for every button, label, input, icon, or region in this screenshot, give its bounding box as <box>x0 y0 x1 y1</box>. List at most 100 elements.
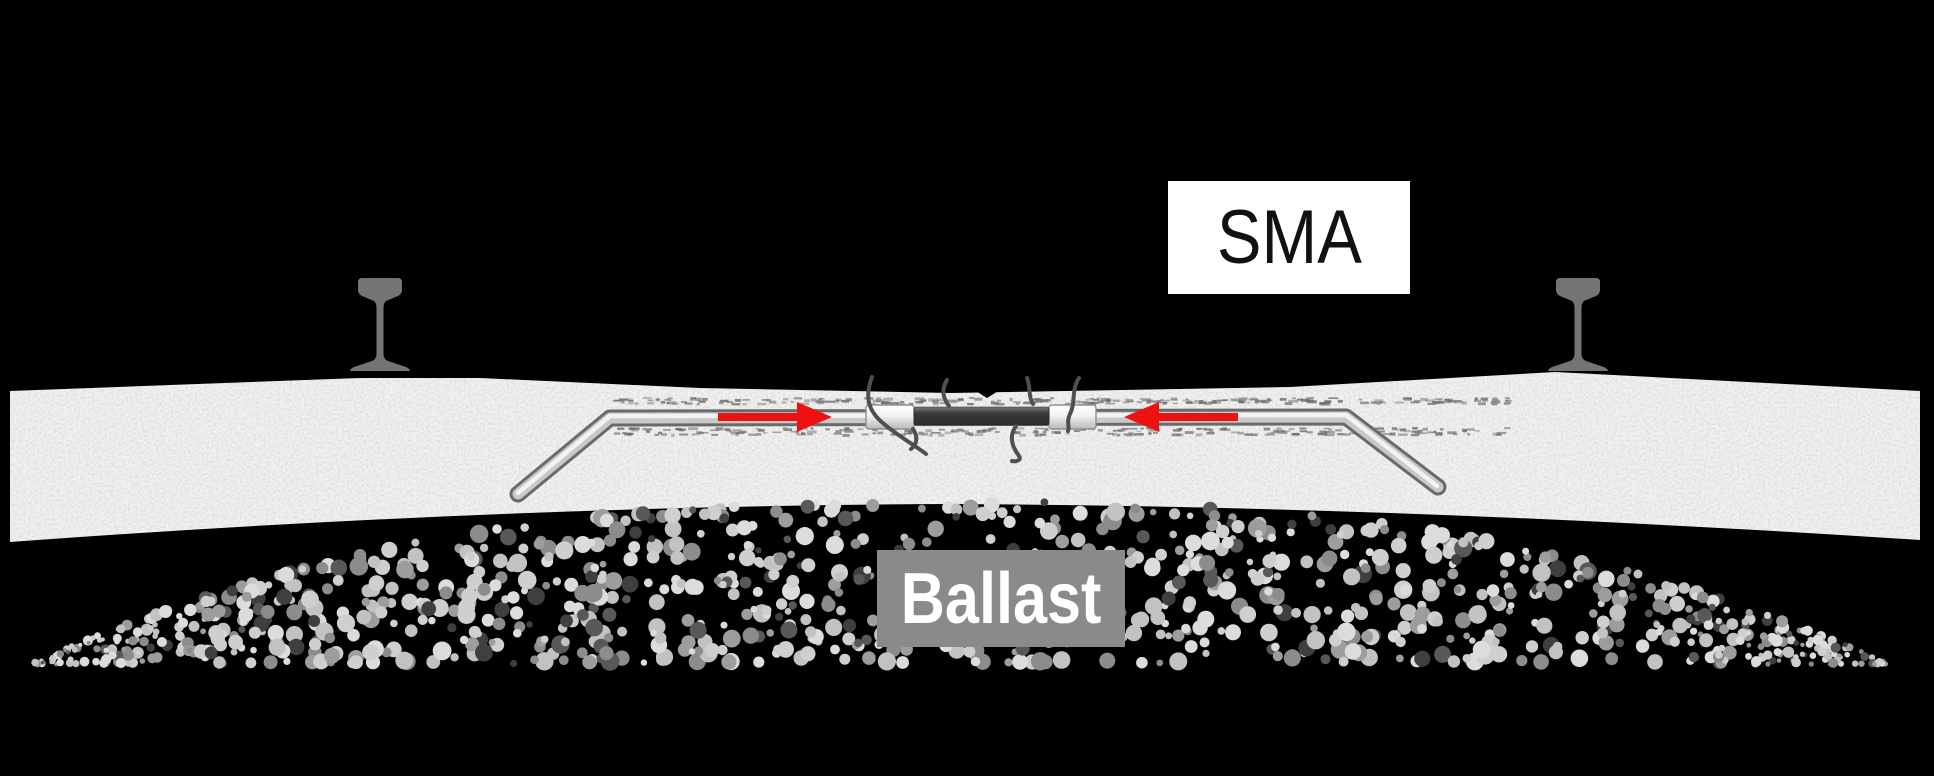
ballast-stone <box>40 660 45 665</box>
drill-dash <box>642 397 652 400</box>
drill-dash <box>1376 402 1381 405</box>
ballast-stone <box>1505 607 1514 615</box>
ballast-stone <box>468 625 481 639</box>
ballast-stone <box>727 588 740 601</box>
ballast-stone <box>184 603 197 617</box>
ballast-stone <box>970 656 981 667</box>
ballast-stone <box>276 588 293 605</box>
ballast-stone <box>836 605 846 616</box>
ballast-stone <box>1627 582 1636 591</box>
drill-dash <box>654 433 659 436</box>
ballast-stone <box>1768 656 1777 665</box>
drill-dash <box>1394 401 1405 404</box>
ballast-stone <box>226 585 238 597</box>
ballast-stone <box>285 626 303 644</box>
drill-dash <box>1418 429 1423 433</box>
ballast-stone <box>128 636 138 646</box>
ballast-stone <box>850 538 861 549</box>
ballast-stone <box>1034 517 1046 529</box>
ballast-stone <box>450 653 459 662</box>
ballast-stone <box>1523 552 1532 562</box>
drill-dash <box>1325 431 1329 434</box>
ballast-stone <box>1447 655 1461 668</box>
ballast-stone <box>1306 631 1326 650</box>
ballast-stone <box>800 614 812 626</box>
ballast-stone <box>115 657 126 669</box>
ballast-stone <box>574 584 591 602</box>
ballast-stone <box>1800 627 1808 635</box>
ballast-stone <box>176 612 183 620</box>
ballast-stone <box>753 656 765 668</box>
ballast-stone <box>66 650 71 655</box>
ballast-stone <box>787 550 796 559</box>
ballast-stone <box>1786 630 1793 638</box>
drill-dash <box>731 402 741 406</box>
drill-dash <box>1505 399 1510 402</box>
ballast-stone <box>1597 587 1613 603</box>
ballast-stone <box>688 580 704 595</box>
ballast-stone <box>544 552 554 562</box>
ballast-stone <box>1786 635 1796 645</box>
drill-dash <box>1360 401 1369 405</box>
drill-dash <box>1237 431 1244 435</box>
ballast-stone <box>825 536 844 554</box>
drill-dash <box>1081 402 1085 405</box>
drill-dash <box>1035 400 1046 402</box>
ballast-stone <box>738 549 756 567</box>
ballast-stone <box>1155 548 1167 561</box>
drill-dash <box>1230 431 1240 434</box>
ballast-stone <box>983 496 1000 513</box>
ballast-stone <box>862 651 876 665</box>
drill-dash <box>1306 397 1314 400</box>
drill-dash <box>1264 433 1275 436</box>
drill-dash <box>807 433 813 436</box>
ballast-stone <box>135 650 141 655</box>
ballast-stone <box>1536 617 1553 634</box>
ballast-stone <box>1343 568 1361 586</box>
ballast-stone <box>493 553 508 569</box>
drill-dash <box>991 427 997 430</box>
drill-dash <box>772 431 782 434</box>
drill-dash <box>1466 428 1475 431</box>
drill-dash <box>1482 399 1488 402</box>
ballast-stone <box>1644 609 1653 618</box>
ballast-stone <box>465 637 480 652</box>
ballast-stone <box>475 643 493 662</box>
ballast-stone <box>469 524 489 544</box>
ballast-stone <box>200 595 212 608</box>
drill-dash <box>769 400 777 404</box>
drill-dash <box>627 399 634 402</box>
ballast-stone <box>1216 524 1230 539</box>
ballast-stone <box>1858 660 1865 667</box>
drill-dash <box>1105 402 1116 405</box>
ballast-stone <box>1759 632 1768 641</box>
drill-dash <box>1454 401 1464 404</box>
ballast-stone <box>71 647 78 653</box>
ballast-stone <box>1365 548 1374 557</box>
ballast-stone <box>866 499 880 512</box>
ballast-stone <box>622 595 631 604</box>
ballast-stone <box>1351 602 1361 613</box>
ballast-stone <box>336 614 356 633</box>
drill-dash <box>1125 398 1134 402</box>
drill-dash <box>1307 400 1317 404</box>
ballast-stone <box>1830 642 1841 653</box>
drill-dash <box>1172 429 1181 432</box>
drill-dash <box>938 433 945 437</box>
drill-dash <box>1148 429 1155 432</box>
left-rail <box>350 278 410 371</box>
ballast-stone <box>1003 515 1016 529</box>
drill-dash <box>815 400 822 404</box>
drill-dash <box>804 427 808 431</box>
ballast-stone <box>1564 579 1573 589</box>
drill-dash <box>845 429 852 431</box>
drill-dash <box>710 429 720 432</box>
ballast-stone <box>1545 583 1563 601</box>
ballast-stone <box>1130 503 1140 514</box>
drill-dash <box>1106 432 1110 435</box>
drill-dash <box>1009 398 1013 402</box>
ballast-stone <box>1303 606 1321 624</box>
ballast-stone <box>395 651 414 670</box>
drill-dash <box>700 432 709 434</box>
drill-dash <box>1207 401 1218 404</box>
